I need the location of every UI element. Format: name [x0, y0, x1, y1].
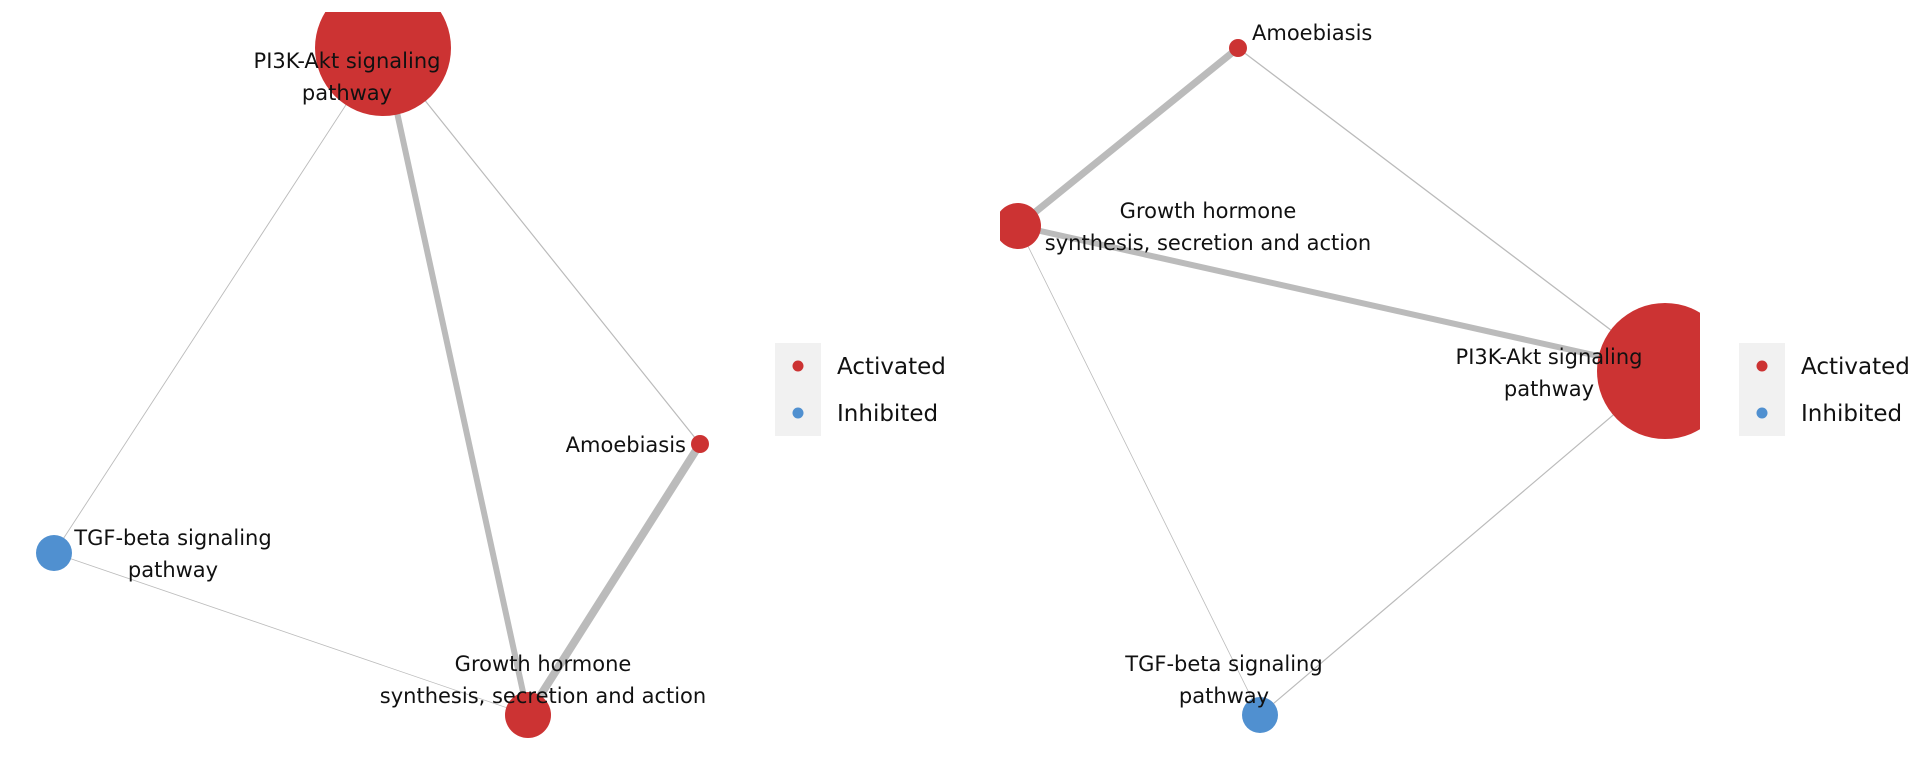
- node-label-gh: Growth hormone synthesis, secretion and a…: [380, 652, 706, 708]
- node-tgf[interactable]: [1242, 697, 1278, 733]
- edge-amoeb-pi3k: [1237, 47, 1666, 372]
- node-label-gh: Growth hormone synthesis, secretion and a…: [1045, 199, 1371, 255]
- node-label-tgf: TGF-beta signaling pathway: [1124, 652, 1322, 708]
- legend-label-activated: Activated: [837, 354, 946, 380]
- node-label-line: pathway: [302, 81, 392, 105]
- legend-dot-inhibited: [792, 407, 804, 419]
- legend-dot-activated: [792, 360, 804, 372]
- edge-pi3k-tgf: [53, 47, 384, 554]
- nodes: [36, 0, 709, 738]
- node-label-tgf: TGF-beta signaling pathway: [73, 526, 271, 582]
- node-label-line: synthesis, secretion and action: [380, 684, 706, 708]
- node-label-line: pathway: [128, 558, 218, 582]
- node-label-amoeb: Amoebiasis: [566, 433, 686, 457]
- legend-dot-activated: [1756, 360, 1768, 372]
- edges: [53, 45, 704, 719]
- edge-amoeb-gh: [524, 440, 704, 719]
- node-label-line: pathway: [1504, 377, 1594, 401]
- edge-pi3k-amoeb: [382, 47, 701, 445]
- node-amoeb[interactable]: [691, 435, 709, 453]
- node-label-line: Amoebiasis: [1252, 21, 1372, 45]
- node-label-line: TGF-beta signaling: [73, 526, 271, 550]
- node-pi3k[interactable]: [315, 0, 451, 116]
- legend-label-inhibited: Inhibited: [1801, 401, 1902, 427]
- legend-swatch-background: [775, 343, 821, 436]
- edge-pi3k-gh: [380, 45, 531, 718]
- legend-label-inhibited: Inhibited: [837, 401, 938, 427]
- node-label-line: pathway: [1179, 684, 1269, 708]
- node-label-line: PI3K-Akt signaling: [1456, 345, 1643, 369]
- node-pi3k[interactable]: [1597, 303, 1733, 439]
- node-label-line: synthesis, secretion and action: [1045, 231, 1371, 255]
- node-label-line: Growth hormone: [1120, 199, 1297, 223]
- node-gh[interactable]: [995, 203, 1041, 249]
- node-gh[interactable]: [505, 692, 551, 738]
- node-label-pi3k: PI3K-Akt signaling pathway: [254, 49, 441, 105]
- legend-swatch-background: [1739, 343, 1785, 436]
- edge-tgf-gh: [53, 552, 529, 716]
- node-label-pi3k: PI3K-Akt signaling pathway: [1456, 345, 1643, 401]
- node-label-line: PI3K-Akt signaling: [254, 49, 441, 73]
- legend-dot-inhibited: [1756, 407, 1768, 419]
- edges: [1014, 44, 1668, 716]
- node-label-line: Amoebiasis: [566, 433, 686, 457]
- edge-gh-tgf: [1017, 225, 1261, 716]
- edge-amoeb-gh: [1014, 44, 1242, 230]
- node-amoeb[interactable]: [1229, 39, 1247, 57]
- node-label-line: Growth hormone: [455, 652, 632, 676]
- node-label-line: TGF-beta signaling: [1124, 652, 1322, 676]
- node-tgf[interactable]: [36, 535, 72, 571]
- edge-gh-pi3k: [1015, 223, 1668, 374]
- nodes: [995, 39, 1733, 733]
- legend-label-activated: Activated: [1801, 354, 1910, 380]
- node-label-amoeb: Amoebiasis: [1252, 21, 1372, 45]
- edge-tgf-pi3k: [1259, 370, 1666, 716]
